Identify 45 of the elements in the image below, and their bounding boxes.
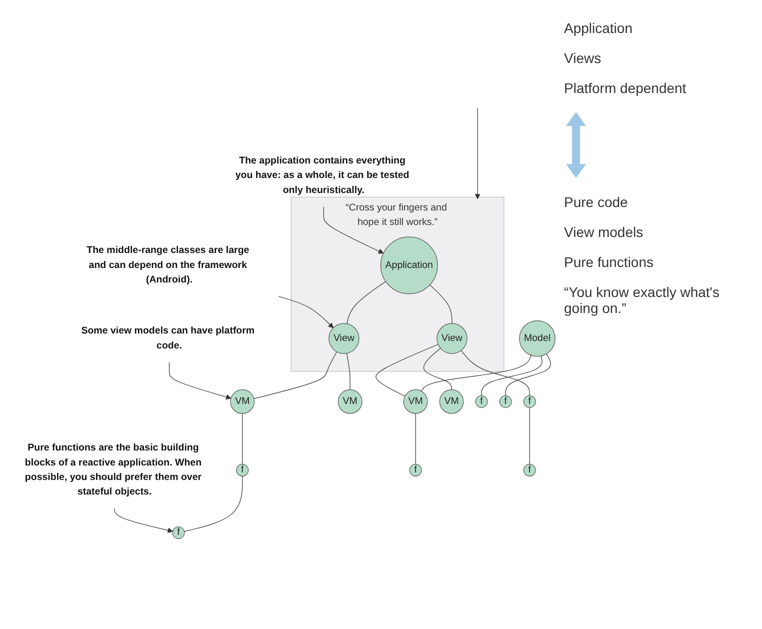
annotation-text: Application <box>564 20 634 36</box>
node-circle: f <box>475 394 488 408</box>
annotation-text: “You know exactly what's going on.” <box>564 284 720 316</box>
arrow <box>114 508 173 532</box>
node-circle: f <box>409 463 422 476</box>
node-circle: Model <box>519 320 556 356</box>
node-circle: f <box>523 463 536 476</box>
connector-line <box>460 350 530 396</box>
node-circle: VM <box>338 388 362 414</box>
connector-line <box>415 412 416 464</box>
annotation-text: Pure functions <box>564 254 654 270</box>
node-circle: View <box>436 322 468 354</box>
annotation-text: Pure code <box>564 194 629 210</box>
node-circle: f <box>523 394 536 408</box>
arrow <box>278 296 334 328</box>
node-circle: VM <box>439 388 464 414</box>
connector-line <box>376 344 438 396</box>
node-text: Some view models can have platform code. <box>81 325 255 350</box>
arrow <box>323 206 384 254</box>
node-circle: f <box>236 463 249 476</box>
connector-line <box>184 475 243 532</box>
connector-line <box>481 355 542 396</box>
node-text: The middle-range classes are large and can depend on the framework (Android). <box>86 244 250 284</box>
connector-line <box>421 354 532 392</box>
annotation-text: View models <box>564 224 644 240</box>
arrow <box>474 107 480 199</box>
connector-line <box>346 280 386 324</box>
connector-line <box>242 412 243 464</box>
node-text: Pure functions are the basic building blocks of a reactive application. When possible, you should prefer them over stateful objects. <box>24 442 202 496</box>
node-circle: View <box>328 322 360 354</box>
node-circle: f <box>499 394 512 408</box>
connector-line <box>423 347 452 390</box>
node-circle: f <box>172 526 185 539</box>
node-circle: VM <box>230 388 255 414</box>
connector-line <box>529 406 530 464</box>
connector-line <box>430 284 452 324</box>
annotation-text: Platform dependent <box>564 80 688 96</box>
arrow <box>168 362 232 400</box>
node-circle: Application <box>380 236 438 294</box>
connector-line <box>254 350 338 399</box>
connector-line <box>346 352 350 390</box>
node-text: The application contains everything you have: as a whole, it can be tested only heuristically. <box>235 155 410 195</box>
annotation-text: Views <box>564 50 602 66</box>
node-circle: VM <box>403 388 428 414</box>
connector-line <box>505 353 551 396</box>
